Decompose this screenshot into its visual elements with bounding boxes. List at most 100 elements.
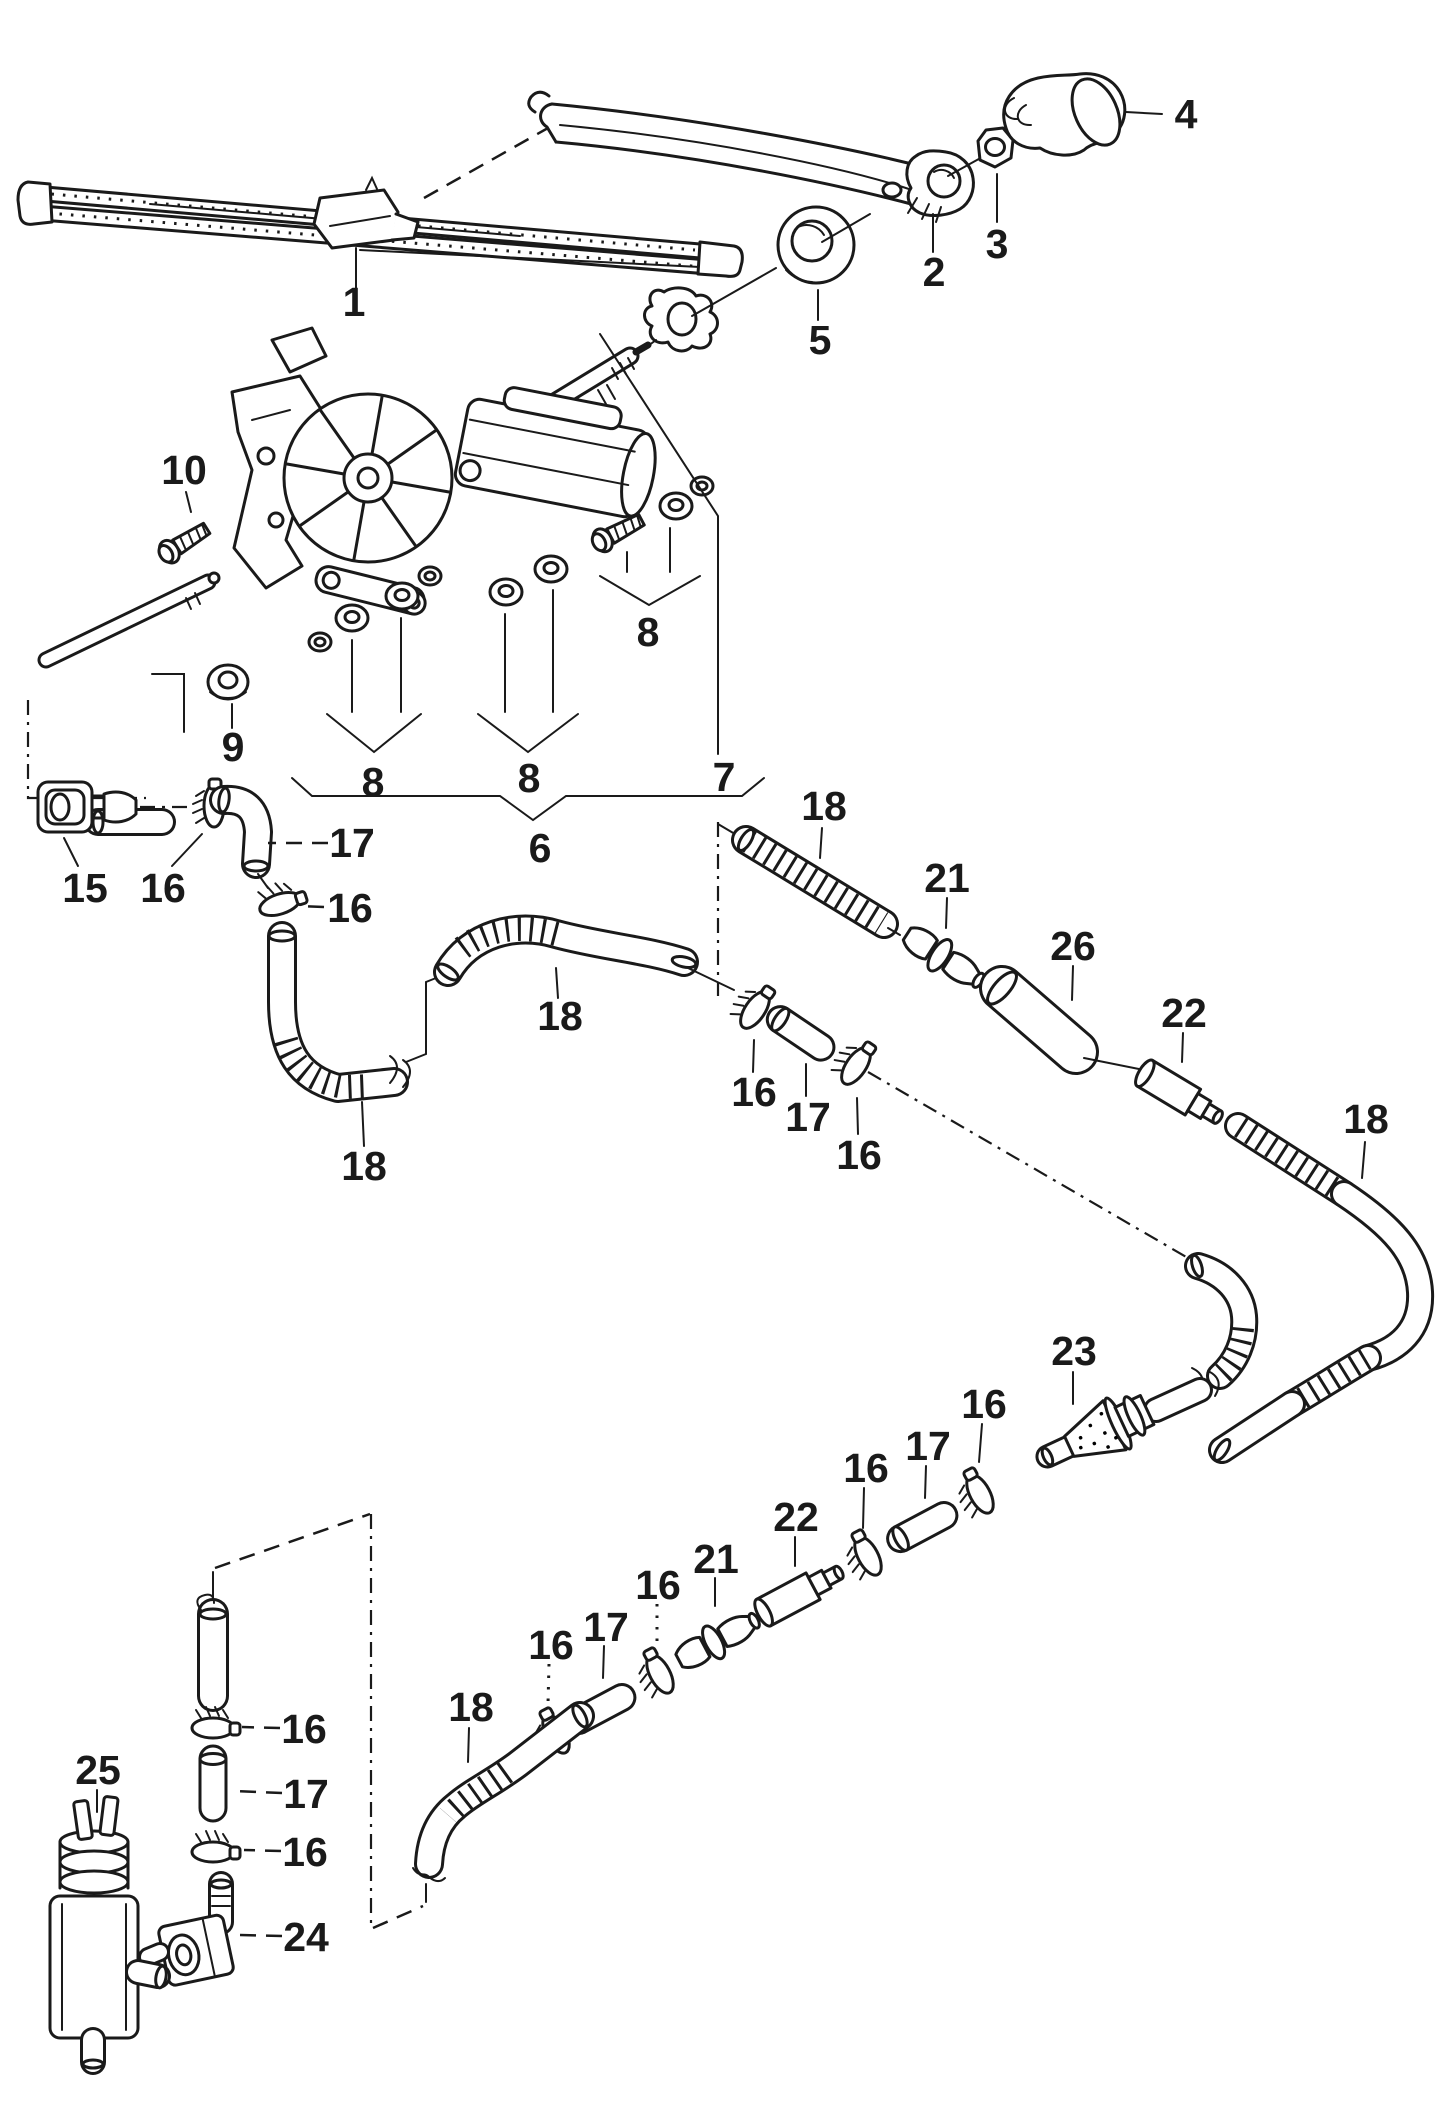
callout-16-25[interactable]: 16 xyxy=(836,1132,882,1178)
callout-16-15[interactable]: 16 xyxy=(327,885,373,931)
washer-pump xyxy=(48,1795,171,2075)
callout-leader-21 xyxy=(945,897,948,929)
callout-6-5[interactable]: 6 xyxy=(529,825,552,871)
callout-17-14[interactable]: 17 xyxy=(329,820,375,866)
callout-leader-16 xyxy=(856,1097,859,1135)
callout-17-28[interactable]: 17 xyxy=(905,1423,951,1469)
callout-10-11[interactable]: 10 xyxy=(161,447,207,493)
hose-clamp xyxy=(190,1705,242,1740)
callout-4-3[interactable]: 4 xyxy=(1175,91,1198,137)
callout-1-0[interactable]: 1 xyxy=(343,279,366,325)
callout-leader-16 xyxy=(299,904,325,909)
callout-leader-16 xyxy=(862,1487,865,1529)
callout-leader-17 xyxy=(602,1645,605,1679)
bulkhead-connector xyxy=(36,780,194,834)
hose-clamp xyxy=(190,1829,242,1864)
callout-16-13[interactable]: 16 xyxy=(140,865,186,911)
callout-8-7[interactable]: 8 xyxy=(362,759,385,805)
blade-to-arm-guide xyxy=(423,126,549,200)
wiper-motor xyxy=(26,326,715,836)
callout-16-27[interactable]: 16 xyxy=(961,1381,1007,1427)
rubber-bushing xyxy=(334,603,370,633)
callout-leader-24 xyxy=(237,1933,283,1938)
callout-leader-4 xyxy=(1125,111,1163,115)
callout-8-9[interactable]: 8 xyxy=(637,609,660,655)
callout-leader-18 xyxy=(555,967,559,999)
rubber-bushing xyxy=(533,554,569,584)
callout-leader-18 xyxy=(361,1101,365,1147)
shaft-nut xyxy=(206,663,250,701)
hose-to-valve-piece xyxy=(1143,1252,1259,1423)
reference-box xyxy=(26,700,146,800)
callout-leader-16 xyxy=(752,1039,755,1073)
callout-2-1[interactable]: 2 xyxy=(923,249,946,295)
pivot-grommet xyxy=(776,205,871,285)
callout-16-34[interactable]: 16 xyxy=(528,1622,574,1668)
blade-center-clip xyxy=(312,175,420,250)
callout-24-40[interactable]: 24 xyxy=(283,1914,329,1960)
blade-end-cap-left xyxy=(16,180,54,226)
callout-18-17[interactable]: 18 xyxy=(537,993,583,1039)
callout-22-30[interactable]: 22 xyxy=(773,1494,819,1540)
motor-body xyxy=(453,386,657,519)
callout-5-4[interactable]: 5 xyxy=(809,317,832,363)
callout-8-8[interactable]: 8 xyxy=(518,755,541,801)
hose-clamp xyxy=(627,1643,681,1704)
washer-hose-s-section xyxy=(267,914,735,1103)
right-u-hose xyxy=(1208,1112,1435,1464)
spindle-nut xyxy=(976,126,1015,169)
callout-leader-18 xyxy=(467,1727,470,1763)
callout-26-20[interactable]: 26 xyxy=(1050,923,1096,969)
callout-25-36[interactable]: 25 xyxy=(75,1747,121,1793)
callout-leader-16 xyxy=(171,833,203,867)
callout-16-23[interactable]: 16 xyxy=(731,1069,777,1115)
callout-7-6[interactable]: 7 xyxy=(713,754,736,800)
callout-leader-18 xyxy=(819,827,823,859)
callout-3-2[interactable]: 3 xyxy=(986,221,1009,267)
blade-end-cap-right xyxy=(696,240,744,278)
callout-16-39[interactable]: 16 xyxy=(282,1829,328,1875)
pump-group xyxy=(48,1512,427,2075)
callout-16-37[interactable]: 16 xyxy=(281,1706,327,1752)
callout-17-38[interactable]: 17 xyxy=(283,1771,329,1817)
pivot-cap xyxy=(1002,72,1127,157)
hose-clamp xyxy=(252,874,311,922)
callout-22-21[interactable]: 22 xyxy=(1161,990,1207,1036)
hose-clamp xyxy=(825,1030,881,1091)
callout-leader-17 xyxy=(924,1465,927,1499)
callout-18-35[interactable]: 18 xyxy=(448,1684,494,1730)
motor-gear-housing xyxy=(282,392,454,564)
callout-16-29[interactable]: 16 xyxy=(843,1445,889,1491)
callout-23-26[interactable]: 23 xyxy=(1051,1328,1097,1374)
cap-spring-clip xyxy=(1004,97,1032,127)
callout-18-22[interactable]: 18 xyxy=(1343,1096,1389,1142)
hose-sleeve-26 xyxy=(979,965,1099,1075)
callout-leader-18 xyxy=(1361,1141,1366,1179)
callout-leader-16 xyxy=(241,1725,281,1730)
callout-21-31[interactable]: 21 xyxy=(693,1536,739,1582)
arm-pivot-head xyxy=(881,149,975,223)
callout-9-10[interactable]: 9 xyxy=(222,724,245,770)
mid-hose-chain xyxy=(716,822,1230,1259)
shaft-seal-cap xyxy=(643,267,777,353)
callout-21-19[interactable]: 21 xyxy=(924,855,970,901)
hose-connector xyxy=(1130,1055,1230,1134)
washer xyxy=(307,631,333,653)
rubber-bushing xyxy=(658,491,694,521)
callout-15-12[interactable]: 15 xyxy=(62,865,108,911)
wiper-blade xyxy=(16,175,744,278)
wiper-arm xyxy=(527,90,1025,223)
connector-tube xyxy=(198,1744,228,1823)
lower-hose-chain xyxy=(412,1463,1001,1883)
callout-16-32[interactable]: 16 xyxy=(635,1562,681,1608)
callout-17-24[interactable]: 17 xyxy=(785,1094,831,1140)
callout-18-16[interactable]: 18 xyxy=(341,1143,387,1189)
callout-17-33[interactable]: 17 xyxy=(583,1604,629,1650)
callout-leader-26 xyxy=(1071,965,1074,1001)
callout-leader-16 xyxy=(243,1848,282,1853)
callout-18-18[interactable]: 18 xyxy=(801,783,847,829)
vertical-hose-end xyxy=(196,1593,229,1712)
elbow-connector xyxy=(138,1871,235,1987)
